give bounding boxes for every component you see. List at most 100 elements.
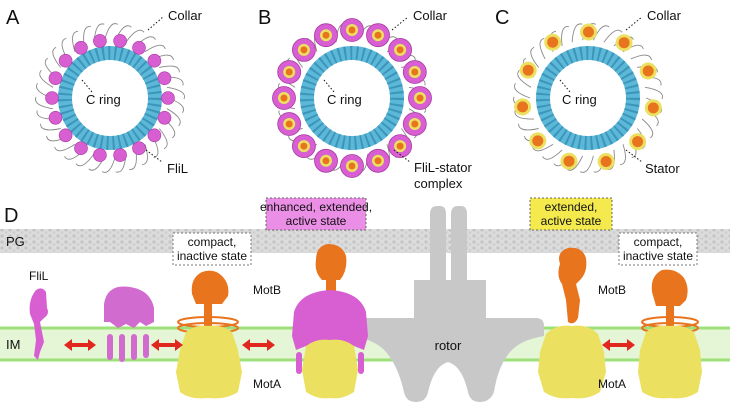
motb-core (322, 157, 330, 165)
compact-right-line1: compact, (634, 235, 683, 249)
motb-core (348, 26, 356, 34)
collar-loop (571, 23, 583, 43)
stator-extended (538, 247, 606, 399)
stator-motb (563, 155, 575, 167)
collar-loop (619, 144, 626, 166)
pg-label: PG (6, 234, 25, 249)
panel-a-partner-leader (145, 149, 163, 163)
arrow-double-2 (151, 339, 183, 351)
stator-motb (522, 64, 534, 76)
stator-motb (642, 65, 654, 77)
collar-loop (54, 143, 76, 152)
panel-a: A Collar C ring FliL (6, 7, 203, 176)
motb-core (285, 68, 293, 76)
flil-monomer (29, 288, 48, 360)
flil-subunit (157, 111, 172, 125)
panel-d-letter: D (4, 205, 18, 227)
panel-a-letter: A (6, 7, 20, 29)
collar-loop (158, 128, 168, 150)
panel-b-letter: B (258, 7, 271, 29)
panel-b-partner-label-2: complex (414, 176, 463, 191)
compact-left-line2: inactive state (177, 249, 247, 263)
panel-c-partner-leader (625, 149, 643, 163)
panel-a-ring (35, 23, 185, 173)
flil-subunit (74, 141, 88, 155)
flil-subunit (157, 71, 172, 85)
enhanced-box (265, 197, 367, 231)
collar-loop (579, 155, 594, 173)
panel-a-ring-label: C ring (86, 92, 121, 107)
motb-core (374, 157, 382, 165)
collar-loop (630, 54, 652, 61)
collar-loop (517, 69, 532, 88)
panel-c: C Collar C ring Stator (495, 7, 682, 176)
motb-core (285, 120, 293, 128)
compact-left-box (172, 232, 252, 266)
flil-subunit (74, 40, 88, 55)
c-ring-texture (536, 46, 640, 150)
collar-loop (39, 69, 54, 88)
collar-loop (514, 83, 531, 99)
collar-loop (141, 144, 148, 166)
motb-core (300, 142, 308, 150)
extended-line1: extended, (545, 200, 598, 214)
arrow-double-3 (242, 339, 275, 351)
collar-loop (40, 123, 61, 131)
c-ring-texture (300, 46, 404, 150)
stator-motb (583, 26, 594, 38)
collar-loop (641, 118, 654, 139)
motb-core (411, 120, 419, 128)
collar-loop (542, 149, 563, 160)
flil-subunit (48, 111, 63, 125)
collar-loop (159, 65, 180, 73)
flil-subunit (113, 34, 127, 48)
motb-core (374, 31, 382, 39)
collar-loop (144, 44, 166, 53)
collar-loop (52, 46, 62, 68)
stator-motb (600, 156, 612, 167)
collar-loop (644, 86, 663, 100)
extended-line2: active state (541, 214, 602, 228)
stator-motb (632, 136, 644, 148)
stator-compact-left (176, 270, 242, 399)
stator-motb (517, 101, 529, 113)
panel-c-partner-label: Stator (645, 161, 680, 176)
panel-a-partner-label: FliL (167, 161, 188, 176)
flil-label: FliL (29, 269, 49, 283)
panel-b-ring-leader (323, 79, 335, 93)
motb-core (322, 31, 330, 39)
panel-c-letter: C (495, 7, 509, 29)
motb-left-label: MotB (253, 283, 281, 297)
stator-compact-right (638, 269, 702, 399)
compact-left-line1: compact, (188, 235, 237, 249)
panel-b-collar-leader (391, 16, 409, 31)
flil-subunit (113, 148, 127, 162)
stator-motb (532, 135, 544, 147)
panel-a-ring-leader (81, 79, 93, 93)
collar-loop (75, 153, 95, 167)
panel-a-collar-leader (147, 16, 164, 31)
mota-right-label: MotA (598, 377, 626, 391)
motb-core (348, 162, 356, 170)
panel-b-ring (272, 18, 432, 178)
panel-b-partner-label-1: FliL-stator (414, 160, 472, 175)
stator-motb (618, 37, 630, 49)
motb-core (300, 46, 308, 54)
collar-loop (518, 123, 539, 131)
motb-core (416, 94, 424, 102)
collar-loop (514, 110, 534, 120)
panel-b: B Collar C ring FliL-stator complex (258, 7, 472, 191)
stator-enhanced (292, 244, 368, 399)
flil-subunit (132, 141, 146, 155)
compact-right-line2: inactive state (623, 249, 693, 263)
motb-core (280, 94, 288, 102)
c-ring-texture (58, 46, 162, 150)
collar-loop (561, 26, 569, 47)
motb-core (396, 46, 404, 54)
collar-loop (166, 86, 185, 100)
stator-motb (647, 102, 659, 114)
panel-c-collar-label: Collar (647, 8, 682, 23)
flil-subunit (147, 53, 162, 68)
compact-right-box (618, 232, 698, 266)
